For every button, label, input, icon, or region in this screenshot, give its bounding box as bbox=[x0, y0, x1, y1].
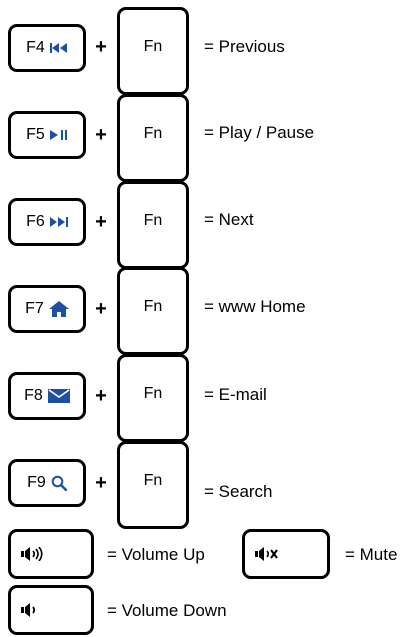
plus-sign: + bbox=[95, 472, 107, 494]
volume-down-icon bbox=[21, 603, 39, 617]
previous-track-icon bbox=[49, 43, 68, 53]
next-track-icon bbox=[49, 217, 68, 227]
f8-key[interactable]: F8 bbox=[8, 372, 86, 420]
action-label: = E-mail bbox=[204, 385, 267, 404]
fn-key[interactable]: Fn bbox=[117, 181, 189, 269]
f5-key-label: F5 bbox=[26, 126, 45, 143]
volume-down-key[interactable] bbox=[8, 585, 94, 635]
fn-key-label: Fn bbox=[143, 212, 163, 229]
f6-key[interactable]: F6 bbox=[8, 198, 86, 246]
fn-key-label: Fn bbox=[143, 385, 163, 402]
fn-key-label: Fn bbox=[143, 125, 163, 142]
fn-key[interactable]: Fn bbox=[117, 7, 189, 95]
volume-down-label: = Volume Down bbox=[107, 601, 227, 620]
mute-label: = Mute bbox=[345, 545, 398, 564]
mail-icon bbox=[47, 389, 70, 403]
fn-key[interactable]: Fn bbox=[117, 267, 189, 355]
mute-key[interactable] bbox=[242, 529, 330, 579]
action-label: = Next bbox=[204, 210, 254, 229]
search-icon bbox=[51, 475, 67, 491]
f6-key-label: F6 bbox=[26, 213, 45, 230]
home-icon bbox=[48, 301, 69, 317]
fn-key[interactable]: Fn bbox=[117, 94, 189, 182]
volume-up-label: = Volume Up bbox=[107, 545, 205, 564]
fn-key-label: Fn bbox=[143, 38, 163, 55]
plus-sign: + bbox=[95, 36, 107, 58]
plus-sign: + bbox=[95, 385, 107, 407]
f8-key-label: F8 bbox=[24, 387, 43, 404]
fn-key-label: Fn bbox=[143, 298, 163, 315]
f9-key[interactable]: F9 bbox=[8, 459, 86, 507]
action-label: = Search bbox=[204, 482, 273, 501]
f4-key[interactable]: F4 bbox=[8, 24, 86, 72]
f9-key-label: F9 bbox=[27, 474, 46, 491]
action-label: = Play / Pause bbox=[204, 123, 315, 142]
plus-sign: + bbox=[95, 124, 107, 146]
action-label: = Previous bbox=[204, 37, 285, 56]
mute-icon bbox=[255, 547, 279, 561]
f7-key[interactable]: F7 bbox=[8, 285, 86, 333]
volume-up-icon bbox=[21, 547, 45, 561]
f7-key-label: F7 bbox=[25, 300, 44, 317]
fn-key[interactable]: Fn bbox=[117, 441, 189, 529]
plus-sign: + bbox=[95, 211, 107, 233]
play-pause-icon bbox=[49, 130, 68, 140]
fn-key-label: Fn bbox=[143, 472, 163, 489]
fn-key[interactable]: Fn bbox=[117, 354, 189, 442]
volume-up-key[interactable] bbox=[8, 529, 94, 579]
plus-sign: + bbox=[95, 298, 107, 320]
f4-key-label: F4 bbox=[26, 39, 45, 56]
f5-key[interactable]: F5 bbox=[8, 111, 86, 159]
action-label: = www Home bbox=[204, 297, 306, 316]
